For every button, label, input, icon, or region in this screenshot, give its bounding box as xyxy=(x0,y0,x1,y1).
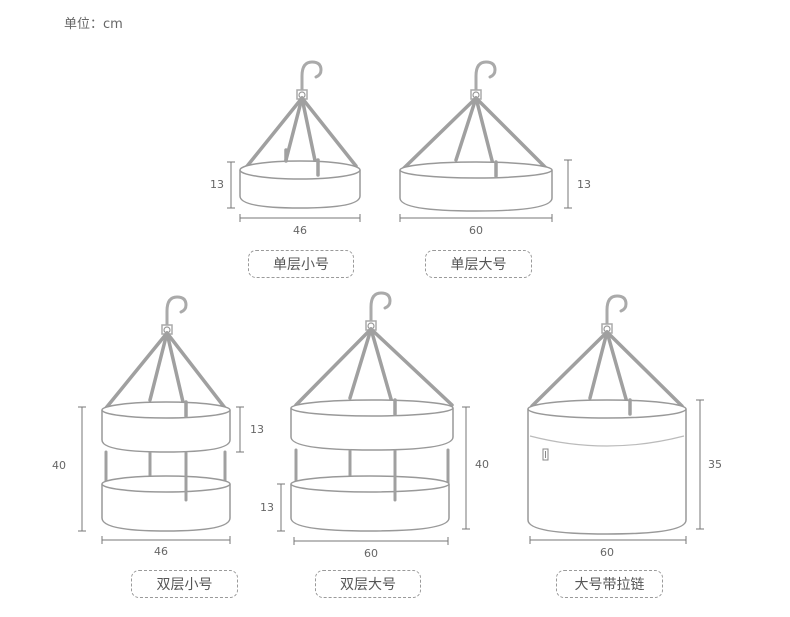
basket-body xyxy=(527,398,687,535)
hanging-straps xyxy=(294,327,454,415)
hook-icon xyxy=(470,60,497,100)
hook-icon xyxy=(601,294,628,334)
product-large-zipper: 35 60 xyxy=(527,294,722,559)
total-height-dimension xyxy=(78,406,86,532)
height-label: 13 xyxy=(210,178,224,191)
tier-height-label: 13 xyxy=(260,501,274,514)
total-height-label: 40 xyxy=(475,458,489,471)
width-label: 60 xyxy=(469,224,483,237)
tag-double-small: 双层小号 xyxy=(131,570,238,598)
width-label: 60 xyxy=(600,546,614,559)
tag-single-small: 单层小号 xyxy=(248,250,354,278)
tier-height-dimension xyxy=(236,406,244,453)
product-double-large: 13 40 60 xyxy=(260,291,489,560)
hanging-straps xyxy=(104,331,227,417)
hanging-straps xyxy=(402,96,548,178)
width-label: 60 xyxy=(364,547,378,560)
basket-tier-top xyxy=(101,400,231,453)
height-label: 13 xyxy=(577,178,591,191)
hanging-straps xyxy=(242,96,358,177)
tier-height-label: 13 xyxy=(250,423,264,436)
width-dimension xyxy=(101,536,231,544)
basket-tier xyxy=(239,148,361,209)
product-single-small: 13 46 xyxy=(210,60,361,237)
unit-label: 单位：cm xyxy=(64,17,123,32)
width-label: 46 xyxy=(154,545,168,558)
hook-icon xyxy=(365,291,392,331)
height-dimension xyxy=(564,159,572,209)
width-dimension xyxy=(293,537,449,545)
height-label: 35 xyxy=(708,458,722,471)
basket-tier-bottom xyxy=(101,474,231,532)
width-dimension xyxy=(529,536,687,544)
total-height-dimension xyxy=(462,406,470,530)
zipper-pull-icon xyxy=(542,448,549,461)
width-dimension xyxy=(239,214,361,222)
tag-single-large: 单层大号 xyxy=(425,250,532,278)
hook-icon xyxy=(161,295,188,335)
tag-double-large: 双层大号 xyxy=(315,570,421,598)
height-dimension xyxy=(227,161,235,209)
width-label: 46 xyxy=(293,224,307,237)
hook-icon xyxy=(296,60,323,100)
basket-tier-bottom xyxy=(290,474,450,532)
width-dimension xyxy=(399,214,553,222)
basket-tier-top xyxy=(290,398,454,451)
tag-large-zipper: 大号带拉链 xyxy=(556,570,663,598)
height-dimension xyxy=(696,399,704,530)
product-double-small: 40 13 46 xyxy=(52,295,264,558)
basket-tier xyxy=(399,160,553,212)
tier-height-dimension xyxy=(277,483,285,532)
product-single-large: 13 60 xyxy=(399,60,591,237)
total-height-label: 40 xyxy=(52,459,66,472)
